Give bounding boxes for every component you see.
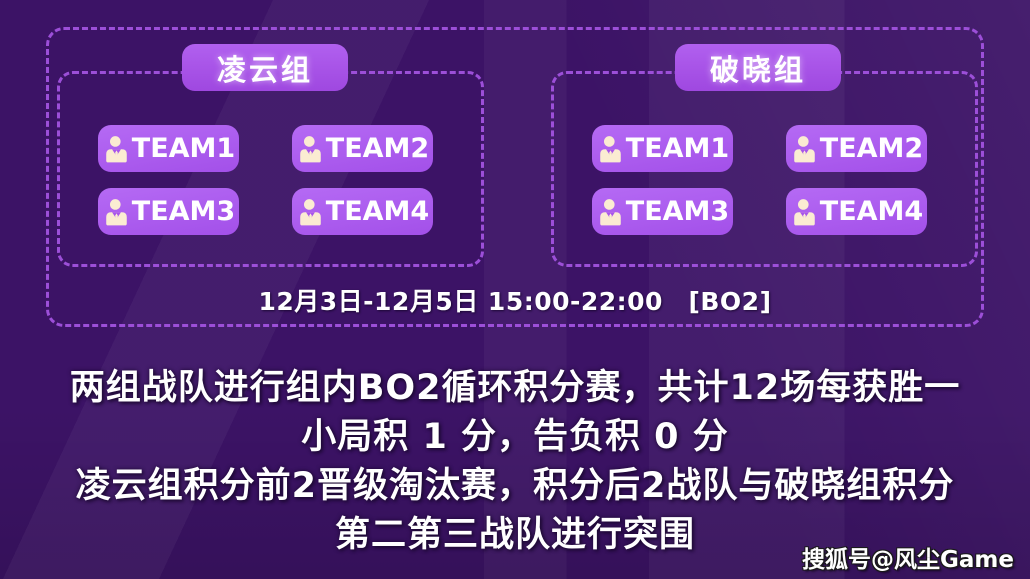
team-name: TEAM3	[625, 196, 730, 227]
rules-text: 两组战队进行组内BO2循环积分赛，共计12场每获胜一 小局积 1 分，告负积 0…	[0, 364, 1030, 560]
team-name: TEAM3	[131, 196, 236, 227]
team-name: TEAM2	[325, 133, 430, 164]
team-name: TEAM1	[131, 133, 236, 164]
group-poxiao-label: 破晓组	[675, 44, 841, 91]
team-badge-poxiao-3: TEAM3	[592, 188, 733, 235]
player-icon	[600, 199, 621, 226]
player-icon	[300, 136, 321, 163]
schedule-panel-border	[46, 27, 984, 327]
team-badge-poxiao-1: TEAM1	[592, 125, 733, 172]
player-icon	[794, 199, 815, 226]
group-lingyun-label-text: 凌云组	[216, 52, 313, 87]
player-icon	[794, 136, 815, 163]
rules-line-4: 第二第三战队进行突围	[334, 515, 695, 555]
team-name: TEAM4	[819, 196, 924, 227]
team-badge-lingyun-3: TEAM3	[98, 188, 239, 235]
team-name: TEAM1	[625, 133, 730, 164]
team-badge-poxiao-2: TEAM2	[786, 125, 927, 172]
rules-line-3: 凌云组积分前2晋级淘汰赛，积分后2战队与破晓组积分	[75, 466, 955, 506]
watermark: 搜狐号@风尘Game	[802, 547, 1014, 573]
team-badge-lingyun-1: TEAM1	[98, 125, 239, 172]
team-name: TEAM2	[819, 133, 924, 164]
rules-line-2: 小局积 1 分，告负积 0 分	[301, 417, 729, 457]
team-name: TEAM4	[325, 196, 430, 227]
team-badge-lingyun-4: TEAM4	[292, 188, 433, 235]
group-poxiao-label-text: 破晓组	[709, 52, 806, 87]
team-badge-lingyun-2: TEAM2	[292, 125, 433, 172]
group-lingyun-label: 凌云组	[182, 44, 348, 91]
schedule-text: 12月3日-12月5日 15:00-22:00 [BO2]	[258, 287, 772, 316]
player-icon	[600, 136, 621, 163]
player-icon	[300, 199, 321, 226]
player-icon	[106, 136, 127, 163]
team-badge-poxiao-4: TEAM4	[786, 188, 927, 235]
player-icon	[106, 199, 127, 226]
rules-line-1: 两组战队进行组内BO2循环积分赛，共计12场每获胜一	[69, 368, 961, 408]
